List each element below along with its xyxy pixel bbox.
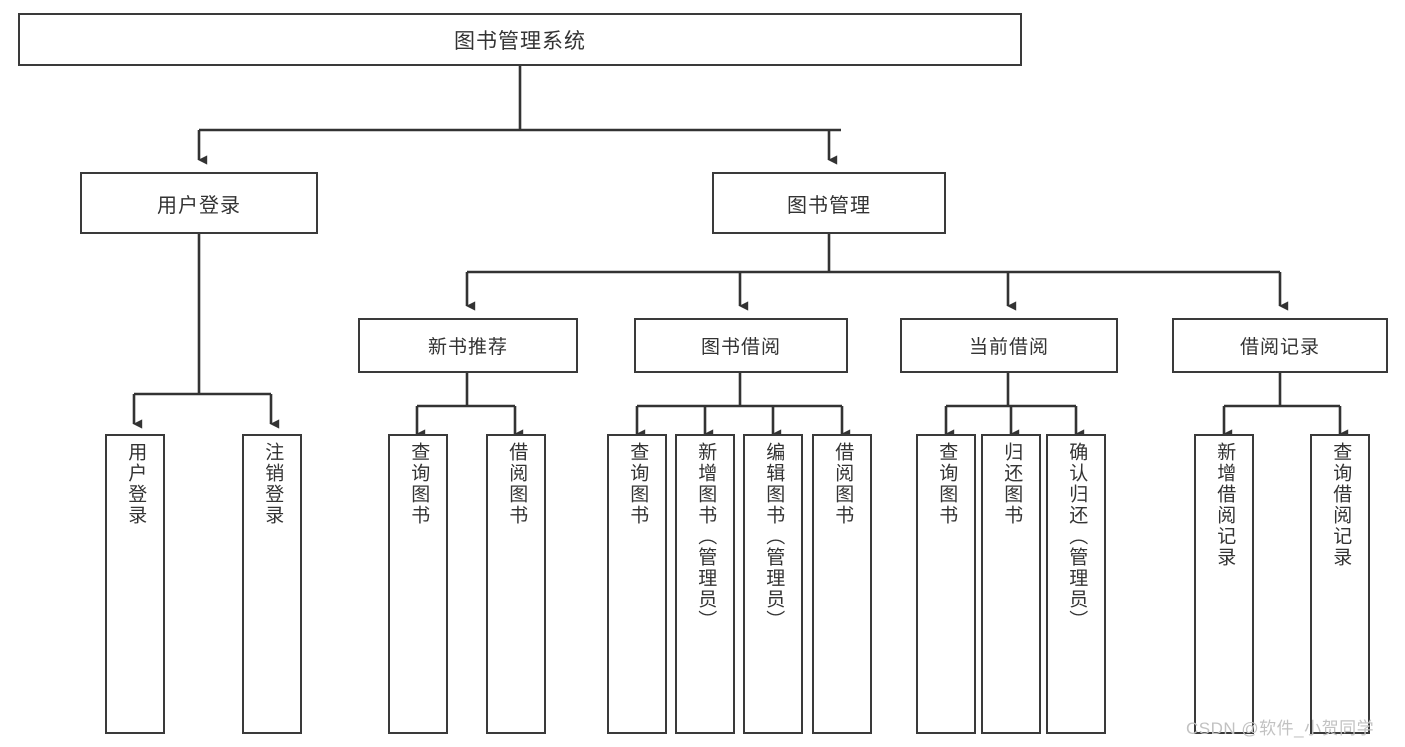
node-label: 借阅记录 xyxy=(1239,337,1320,358)
node-label: 图书管理 xyxy=(787,194,871,217)
leaf-record-query[interactable]: 查询借阅记录 xyxy=(1310,434,1370,734)
node-label: 图书管理系统 xyxy=(454,29,586,53)
watermark: CSDN @软件_小贺同学 xyxy=(1186,719,1375,738)
node-book-management[interactable]: 图书管理 xyxy=(712,172,946,234)
node-label: 查询图书 xyxy=(627,442,649,526)
node-label: 注销登录 xyxy=(262,442,284,526)
node-label: 查询借阅记录 xyxy=(1330,442,1352,568)
node-label: 用户登录 xyxy=(125,442,147,526)
leaf-user-logout[interactable]: 注销登录 xyxy=(242,434,302,734)
leaf-user-login[interactable]: 用户登录 xyxy=(105,434,165,734)
leaf-current-query-book[interactable]: 查询图书 xyxy=(916,434,976,734)
leaf-borrow-borrow-book[interactable]: 借阅图书 xyxy=(812,434,872,734)
leaf-record-add[interactable]: 新增借阅记录 xyxy=(1194,434,1254,734)
node-label: 确认归还（管理员） xyxy=(1066,442,1088,631)
node-label: 当前借阅 xyxy=(968,337,1049,358)
node-user-login[interactable]: 用户登录 xyxy=(80,172,318,234)
node-label: 借阅图书 xyxy=(506,442,528,526)
node-label: 查询图书 xyxy=(936,442,958,526)
node-label: 用户登录 xyxy=(157,194,241,217)
leaf-borrow-query-book[interactable]: 查询图书 xyxy=(607,434,667,734)
node-borrow-record[interactable]: 借阅记录 xyxy=(1172,318,1388,373)
node-current-borrow[interactable]: 当前借阅 xyxy=(900,318,1118,373)
leaf-borrow-edit-book-admin[interactable]: 编辑图书（管理员） xyxy=(743,434,803,734)
leaf-current-confirm-return-admin[interactable]: 确认归还（管理员） xyxy=(1046,434,1106,734)
node-label: 归还图书 xyxy=(1001,442,1023,526)
leaf-recommend-borrow-book[interactable]: 借阅图书 xyxy=(486,434,546,734)
node-label: 编辑图书（管理员） xyxy=(763,442,785,631)
leaf-borrow-add-book-admin[interactable]: 新增图书（管理员） xyxy=(675,434,735,734)
leaf-recommend-query-book[interactable]: 查询图书 xyxy=(388,434,448,734)
node-new-book-recommend[interactable]: 新书推荐 xyxy=(358,318,578,373)
node-label: 借阅图书 xyxy=(832,442,854,526)
node-label: 新书推荐 xyxy=(427,337,508,358)
node-label: 新增图书（管理员） xyxy=(695,442,717,631)
node-label: 新增借阅记录 xyxy=(1214,442,1236,568)
node-label: 查询图书 xyxy=(408,442,430,526)
node-book-borrow[interactable]: 图书借阅 xyxy=(634,318,848,373)
node-root-system[interactable]: 图书管理系统 xyxy=(18,13,1022,66)
leaf-current-return-book[interactable]: 归还图书 xyxy=(981,434,1041,734)
node-label: 图书借阅 xyxy=(700,337,781,358)
